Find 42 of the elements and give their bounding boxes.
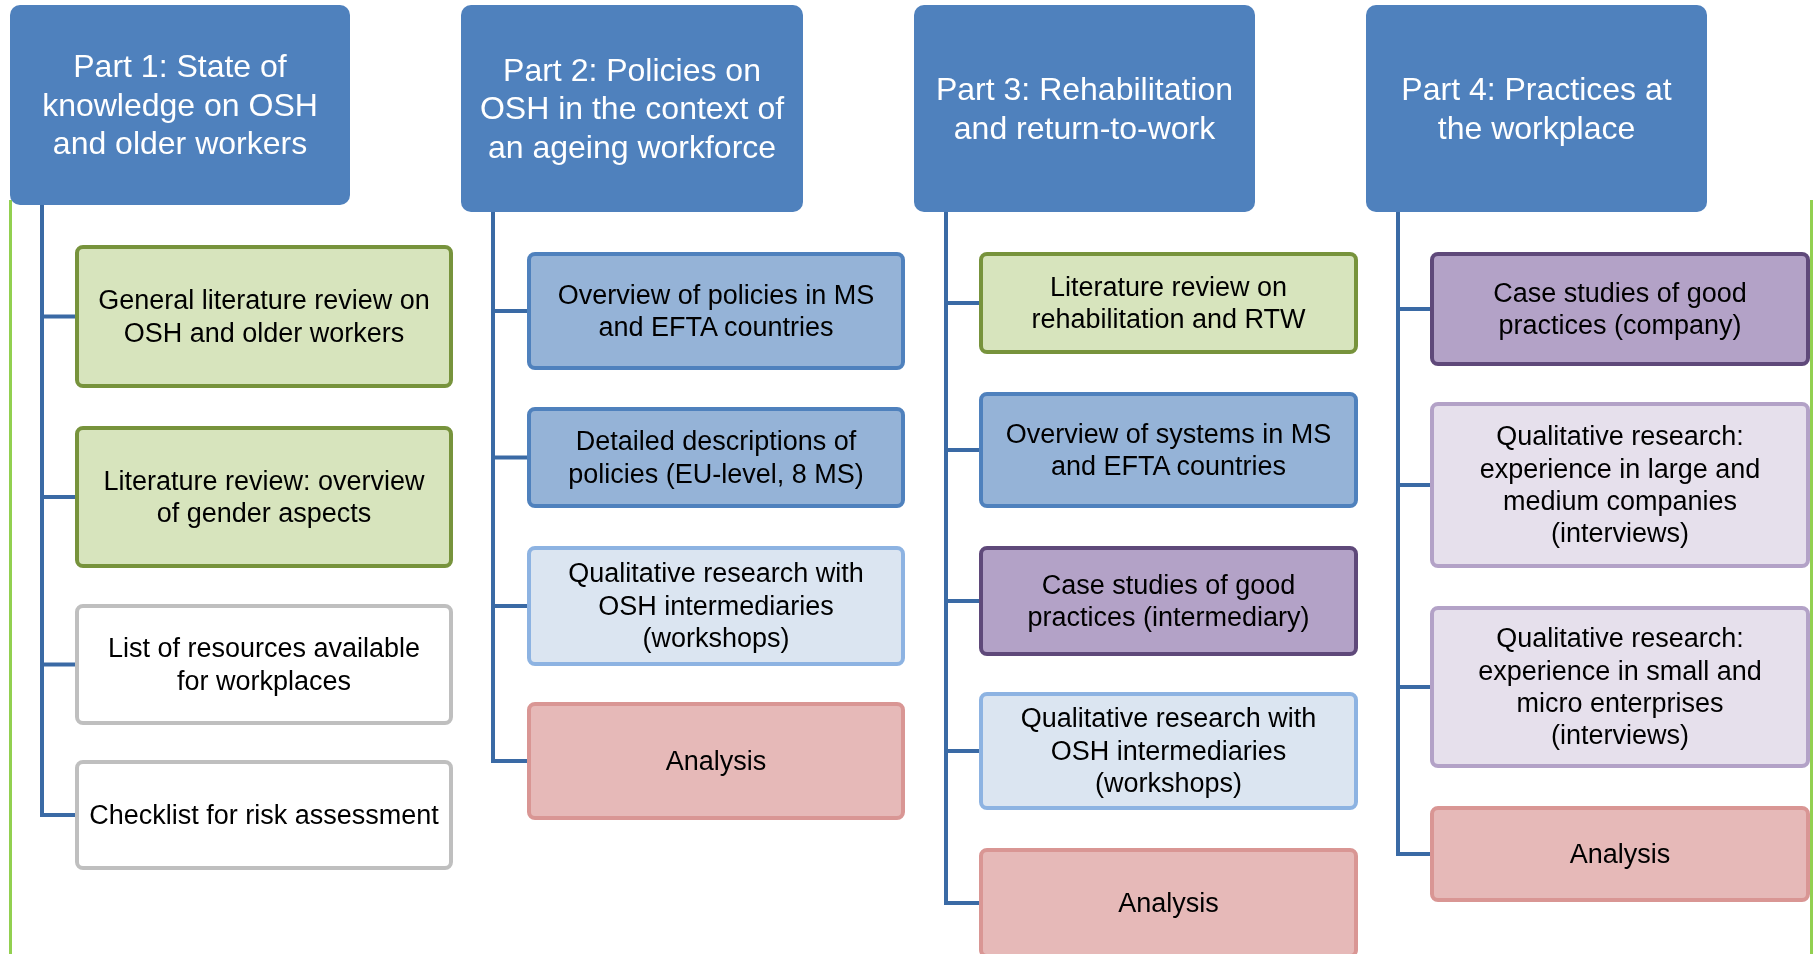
box-label: Overview of policies in MS and EFTA countries — [556, 278, 876, 344]
box-label: General literature review on OSH and older workers — [97, 284, 431, 349]
task-box — [75, 245, 453, 388]
box-label: Part 4: Practices at the workplace — [1400, 70, 1673, 147]
task-box — [527, 702, 905, 820]
task-box — [1430, 402, 1810, 568]
box-label: Qualitative research with OSH intermediaries (workshops) — [1019, 702, 1318, 800]
box-label: Part 1: State of knowledge on OSH and older workers — [41, 47, 319, 163]
box-label: Literature review: overview of gender aspects — [102, 464, 426, 530]
box-label: List of resources available for workplaces — [106, 632, 422, 697]
task-box — [979, 392, 1358, 508]
box-label: Case studies of good practices (intermediary) — [1026, 568, 1311, 634]
part-header-box — [10, 5, 350, 205]
task-box — [979, 848, 1358, 954]
task-box — [75, 760, 453, 870]
task-box — [1430, 252, 1810, 366]
box-label: Analysis — [1118, 886, 1219, 920]
box-label: Case studies of good practices (company) — [1492, 276, 1748, 342]
box-label: Analysis — [665, 744, 767, 778]
box-label: Part 3: Rehabilitation and return-to-work — [934, 70, 1235, 147]
task-box — [979, 692, 1358, 810]
box-label: Checklist for risk assessment — [89, 798, 439, 832]
box-label: Overview of systems in MS and EFTA countries — [1004, 417, 1333, 483]
task-box — [527, 252, 905, 370]
box-label: Analysis — [1569, 837, 1671, 871]
task-box — [527, 407, 905, 508]
task-box — [75, 426, 453, 568]
task-box — [979, 546, 1358, 656]
box-label: Qualitative research with OSH intermediaries (workshops) — [567, 557, 865, 655]
task-box — [979, 252, 1358, 354]
box-label: Literature review on rehabilitation and RTW — [1030, 270, 1307, 336]
task-box — [527, 546, 905, 666]
box-label: Qualitative research: experience in large and medium companies (interviews) — [1478, 420, 1762, 550]
part-header-box — [1366, 5, 1707, 212]
box-label: Part 2: Policies on OSH in the context of an ageing workforce — [478, 50, 786, 167]
task-box — [1430, 806, 1810, 902]
box-label: Detailed descriptions of policies (EU-level, 8 MS) — [567, 425, 865, 490]
part-header-box — [914, 5, 1255, 212]
task-box — [75, 604, 453, 725]
box-label: Qualitative research: experience in small and micro enterprises (interviews) — [1477, 622, 1763, 752]
part-header-box — [461, 5, 803, 212]
task-box — [1430, 606, 1810, 768]
